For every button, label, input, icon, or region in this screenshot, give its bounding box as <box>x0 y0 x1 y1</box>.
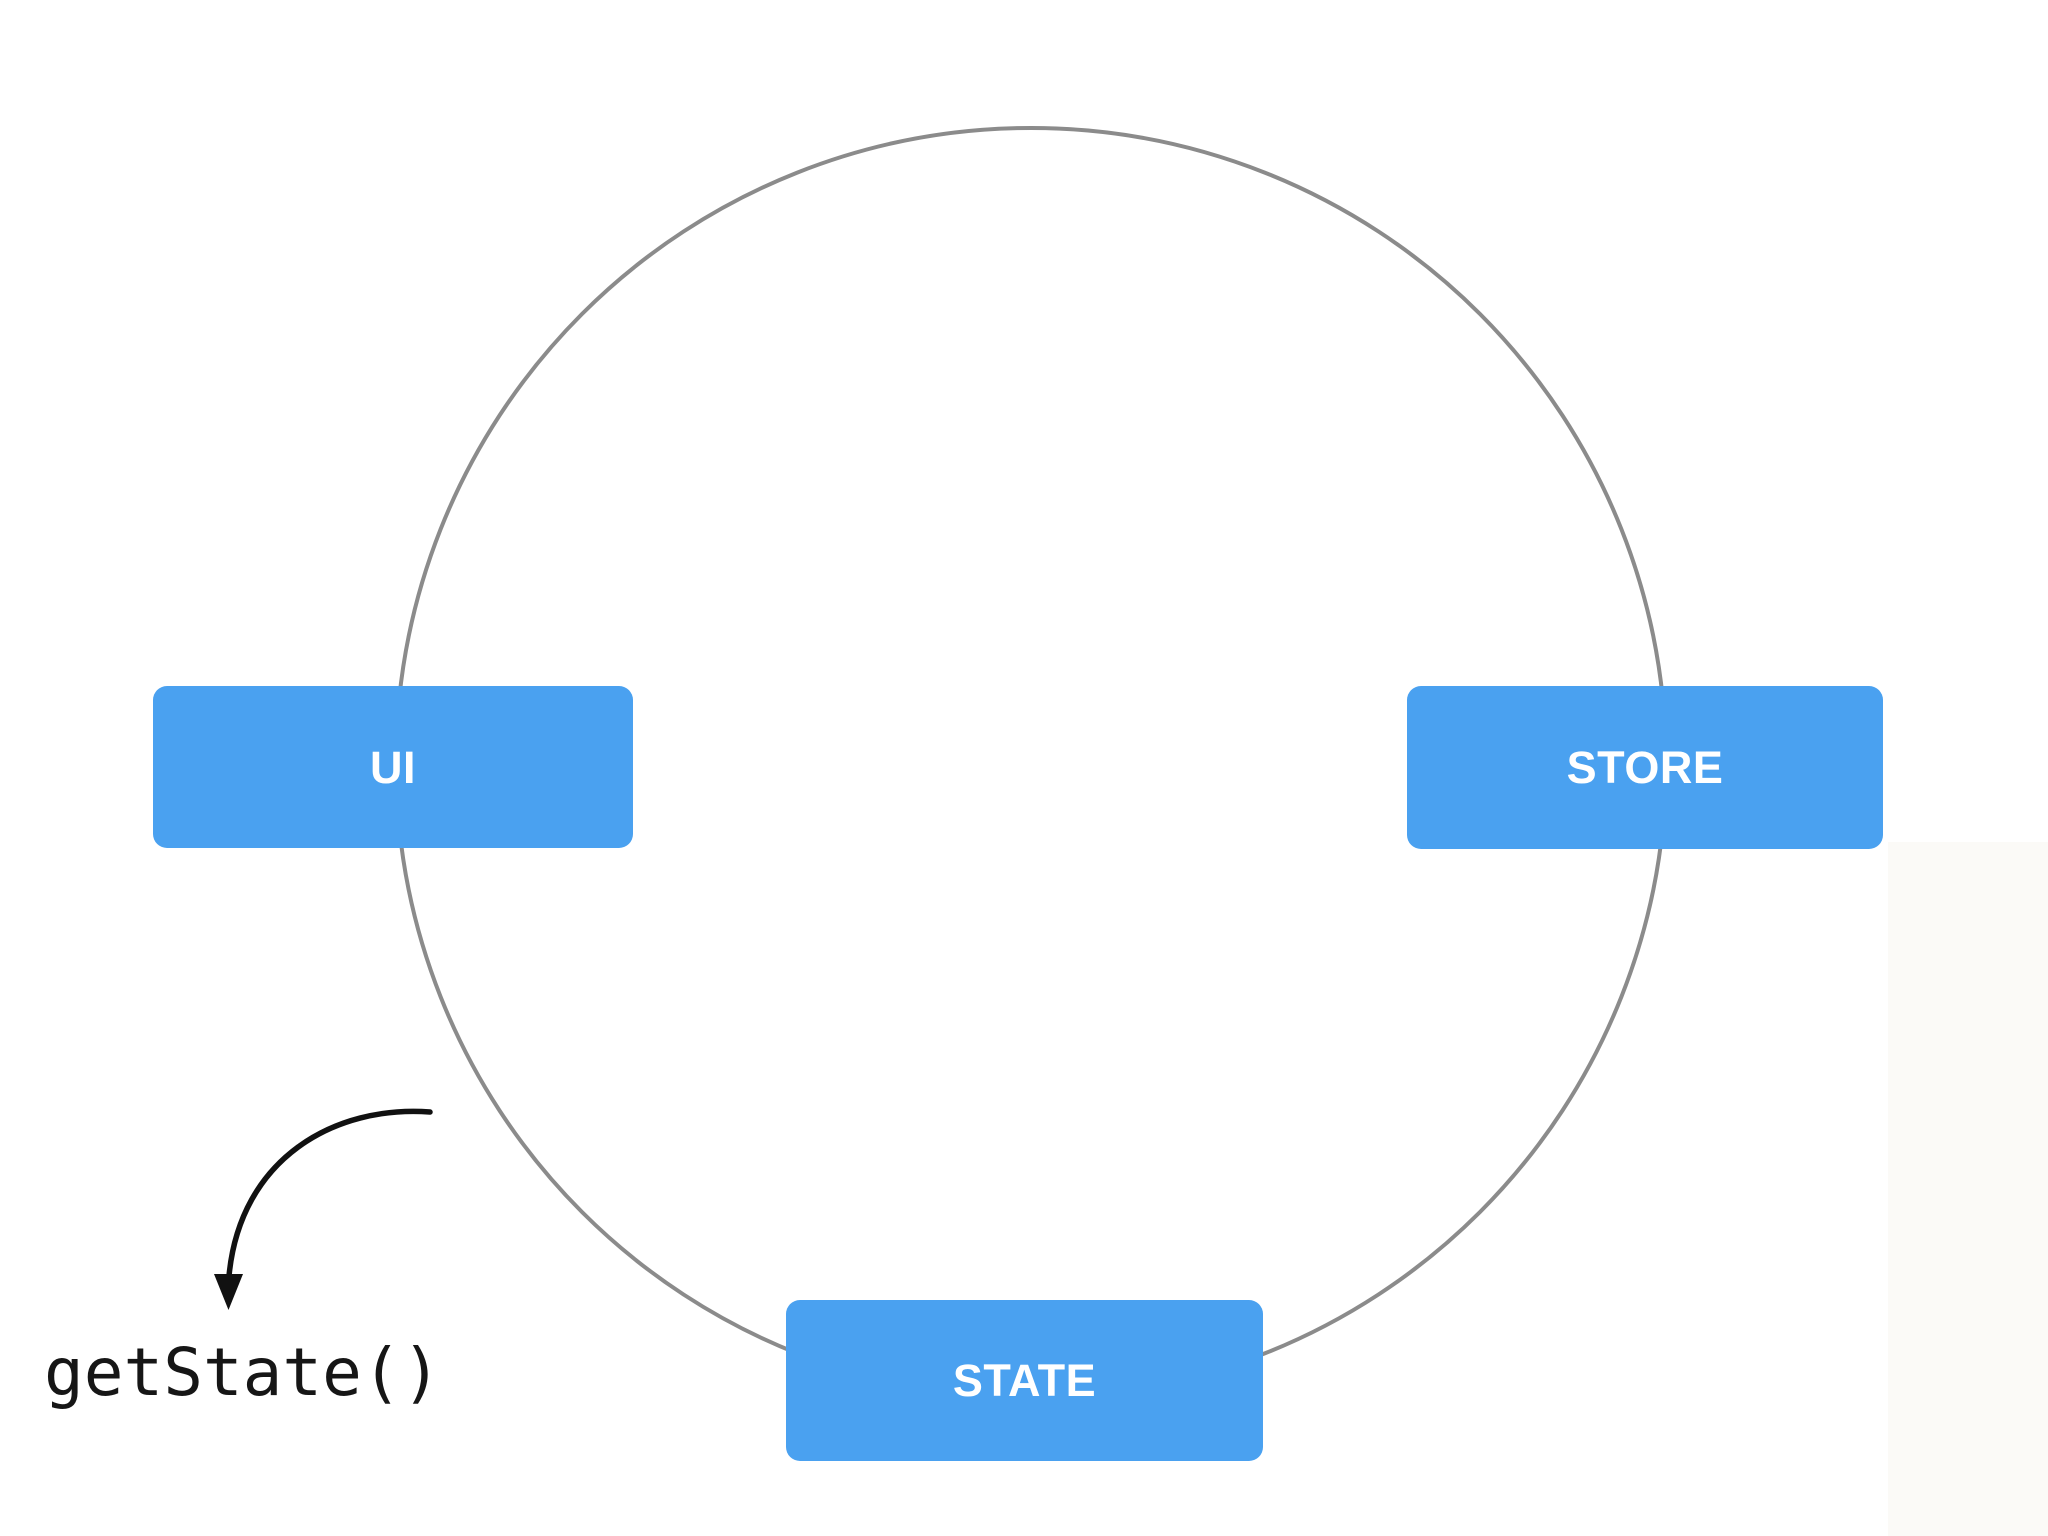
getstate-arrow-icon <box>214 1108 433 1310</box>
node-ui-label: UI <box>370 741 416 793</box>
node-state-label: STATE <box>952 1355 1097 1406</box>
right-edge-band <box>1888 842 2048 1536</box>
getstate-label: getState() <box>44 1334 442 1411</box>
node-state: STATE <box>786 1300 1263 1461</box>
node-store: STORE <box>1407 686 1883 849</box>
node-store-label: STORE <box>1566 742 1724 793</box>
node-ui: UI <box>153 686 633 848</box>
